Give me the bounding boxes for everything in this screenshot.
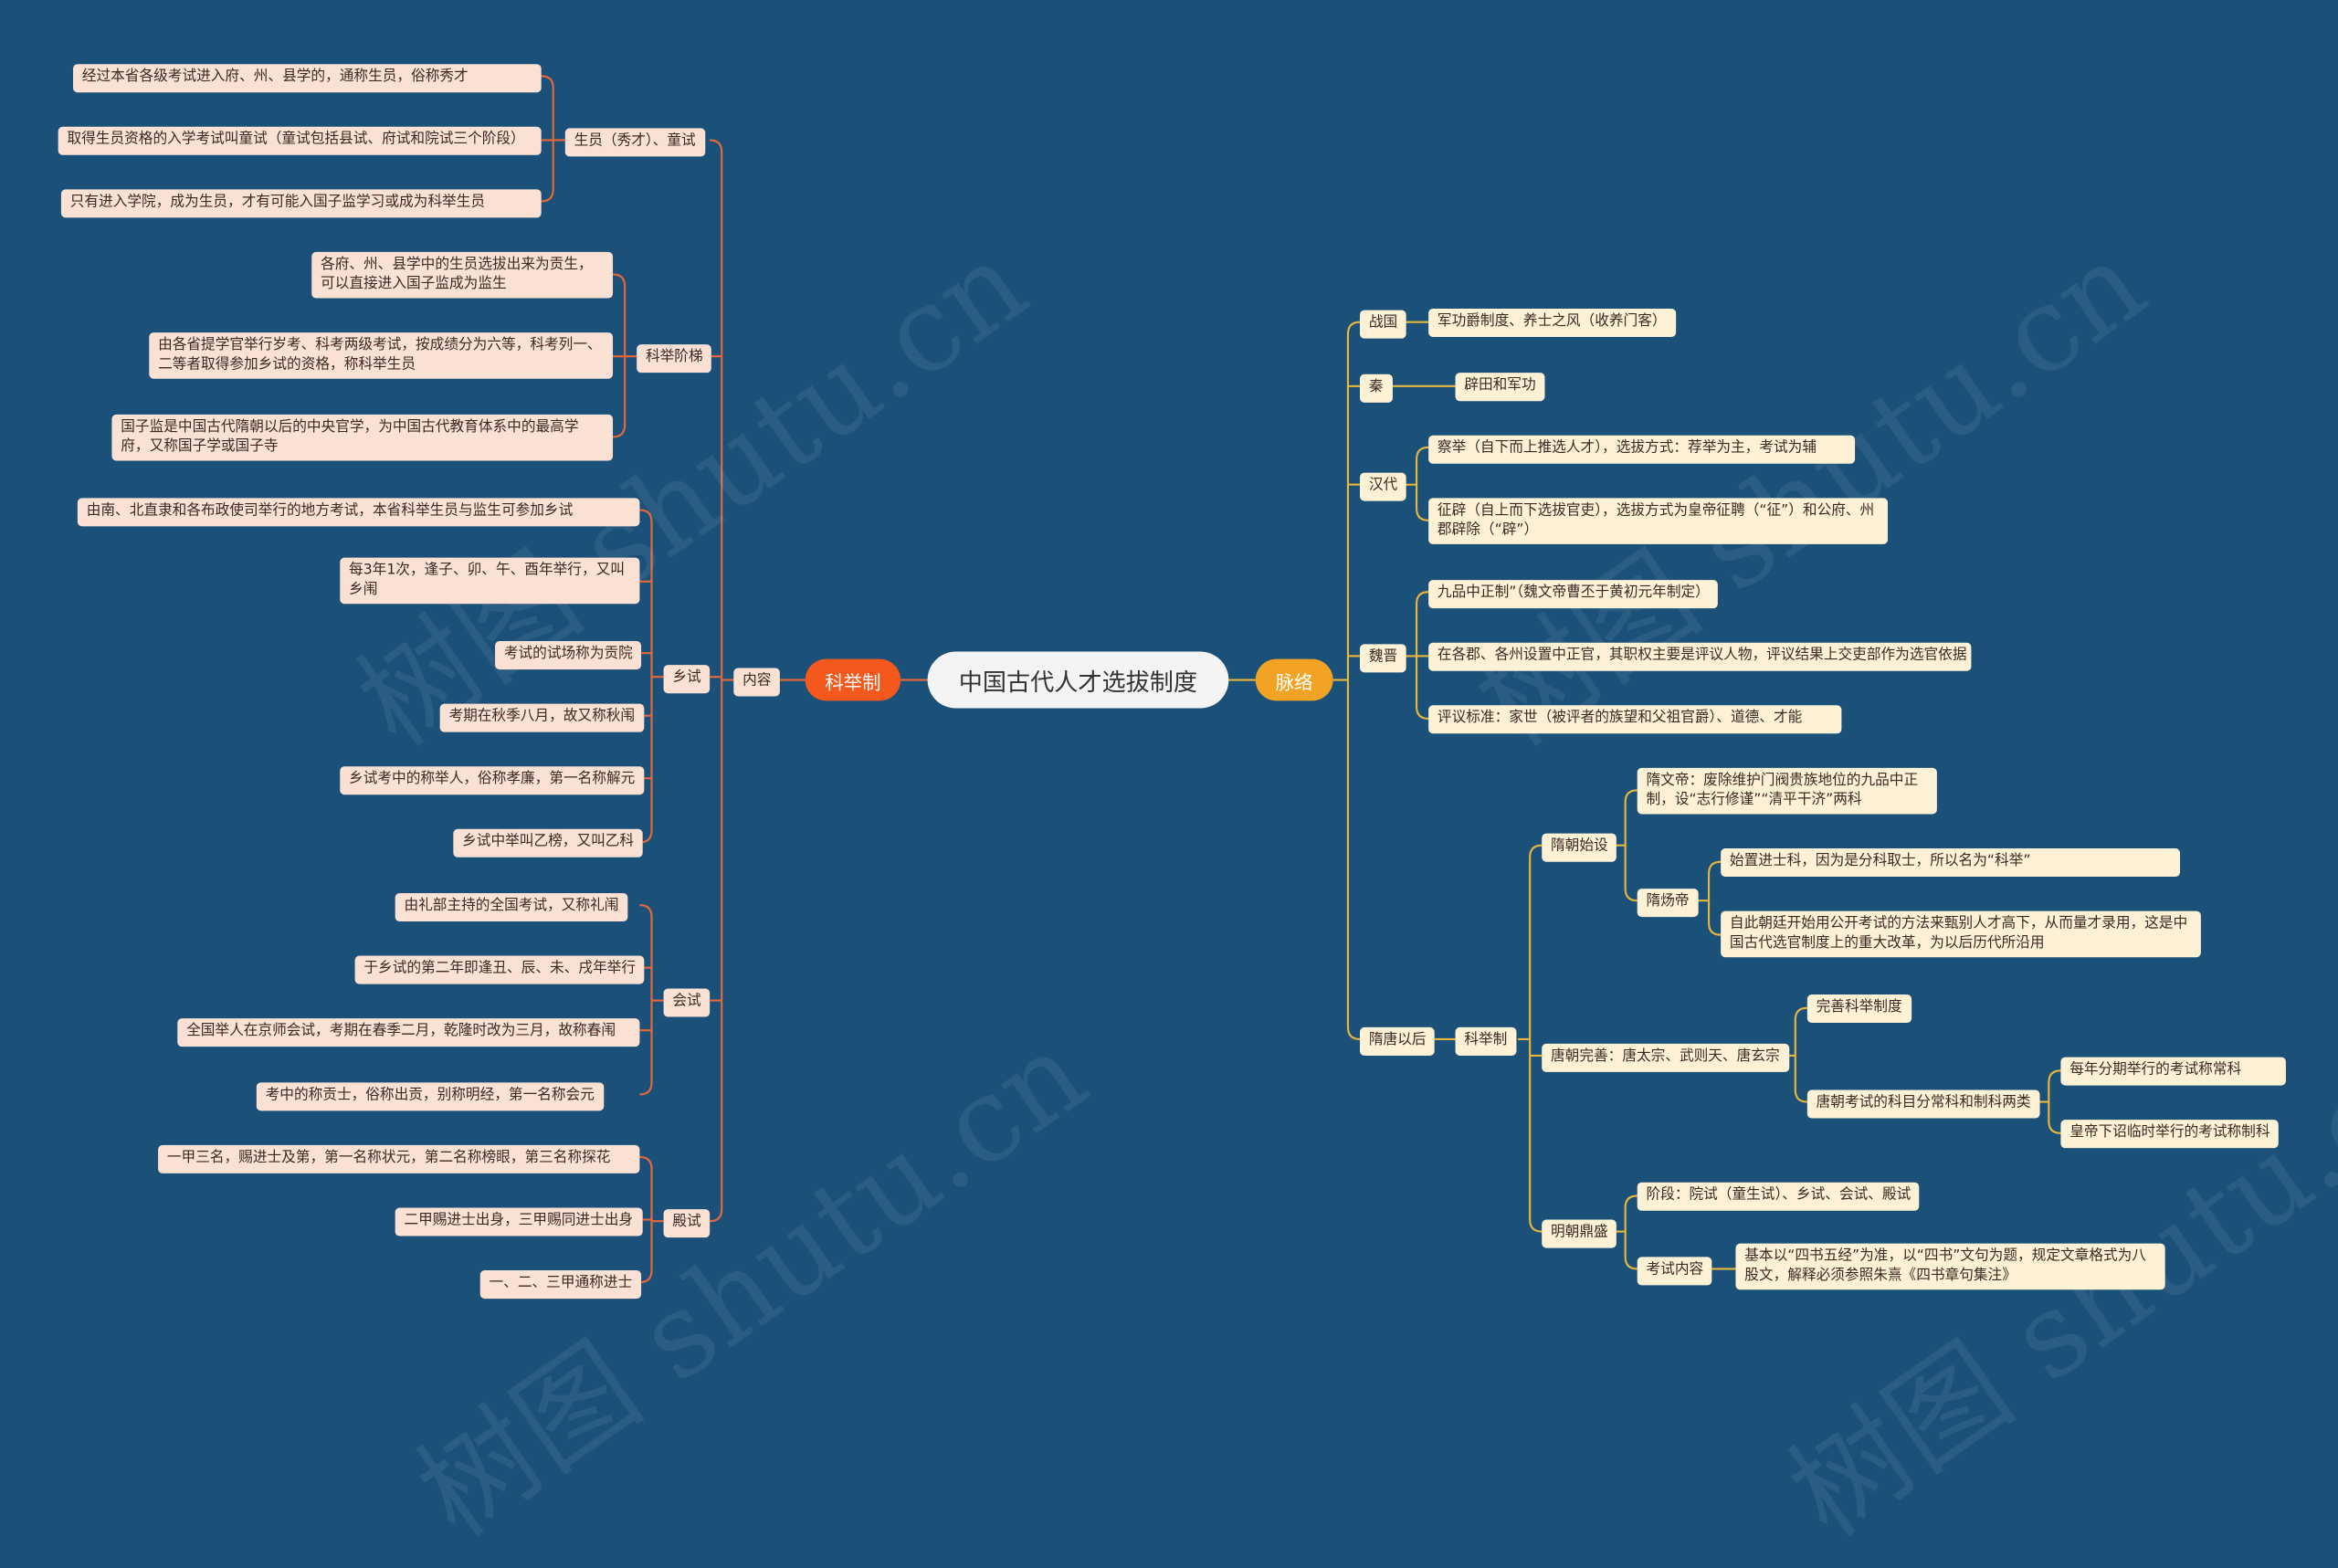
topic-xiangshi[interactable]: 乡试	[663, 665, 711, 693]
root-topic[interactable]: 中国古代人才选拔制度	[927, 651, 1229, 709]
topic-shengyuan[interactable]: 生员（秀才）、童试	[564, 128, 705, 156]
leaf-node[interactable]: 考期在秋季八月，故又称秋闱	[439, 703, 644, 731]
topic-tang-subjects[interactable]: 唐朝考试的科目分常科和制科两类	[1806, 1089, 2040, 1118]
topic-kejuzhi[interactable]: 科举制	[1455, 1026, 1517, 1056]
leaf-node[interactable]: 乡试中举叫乙榜，又叫乙科	[453, 828, 643, 857]
leaf-node[interactable]: 由礼部主持的全国考试，又称礼闱	[395, 892, 628, 921]
topic-zhanguo[interactable]: 战国	[1360, 310, 1406, 338]
topic-suitang[interactable]: 隋唐以后	[1360, 1026, 1436, 1056]
leaf-node[interactable]: 辟田和军功	[1455, 373, 1545, 401]
mindmap-canvas: 树图 shutu.cn 树图 shutu.cn 树图 shutu.cn 树图 s…	[58, 64, 2338, 1563]
leaf-node[interactable]: 基本以“四书五经”为准，以“四书”文句为题，规定文章格式为八股文，解释必须参照朱…	[1735, 1243, 2165, 1290]
leaf-node[interactable]: 在各郡、各州设置中正官，其职权主要是评议人物，评议结果上交吏部作为选官依据	[1428, 642, 1972, 670]
topic-ming[interactable]: 明朝鼎盛	[1542, 1219, 1617, 1247]
branch-keju[interactable]: 科举制	[805, 658, 901, 701]
topic-sui[interactable]: 隋朝始设	[1542, 833, 1617, 861]
topic-han[interactable]: 汉代	[1360, 472, 1406, 500]
leaf-node[interactable]: 完善科举制度	[1806, 994, 1911, 1023]
leaf-node[interactable]: 全国举人在京师会试，考期在春季二月，乾隆时改为三月，故称春闱	[177, 1018, 640, 1047]
connector-lines	[541, 75, 2061, 1284]
leaf-node[interactable]: 一甲三名，赐进士及第，第一名称状元，第二名称榜眼，第三名称探花	[158, 1144, 640, 1173]
branch-mailuo[interactable]: 脉络	[1255, 658, 1333, 701]
leaf-node[interactable]: 乡试考中的称举人，俗称孝廉，第一名称解元	[340, 766, 645, 795]
topic-tang[interactable]: 唐朝完善：唐太宗、武则天、唐玄宗	[1542, 1043, 1789, 1072]
leaf-node[interactable]: 九品中正制”（魏文帝曹丕于黄初元年制定）	[1428, 580, 1719, 608]
leaf-node[interactable]: 一、二、三甲通称进士	[479, 1270, 641, 1299]
leaf-node[interactable]: 军功爵制度、养士之风（收养门客）	[1428, 308, 1676, 337]
leaf-node[interactable]: 各府、州、县学中的生员选拔出来为贡生，可以直接进入国子监成为监生	[311, 251, 614, 299]
leaf-node[interactable]: 征辟（自上而下选拔官吏），选拔方式为皇帝征聘（“征”）和公府、州郡辟除（“辟”）	[1428, 498, 1888, 544]
leaf-node[interactable]: 国子监是中国古代隋朝以后的中央官学，为中国古代教育体系中的最高学府，又称国子学或…	[111, 414, 614, 461]
leaf-node[interactable]: 考中的称贡士，俗称出贡，别称明经，第一名称会元	[256, 1082, 604, 1110]
topic-huishi[interactable]: 会试	[663, 988, 711, 1016]
leaf-node[interactable]: 取得生员资格的入学考试叫童试（童试包括县试、府试和院试三个阶段）	[58, 126, 542, 154]
leaf-node[interactable]: 只有进入学院，成为生员，才有可能入国子监学习或成为科举生员	[60, 189, 542, 217]
leaf-node[interactable]: 考试的试场称为贡院	[495, 641, 642, 669]
leaf-node[interactable]: 每年分期举行的考试称常科	[2060, 1057, 2286, 1085]
topic-weijin[interactable]: 魏晋	[1360, 644, 1406, 672]
topic-qin[interactable]: 秦	[1360, 374, 1393, 403]
leaf-node[interactable]: 始置进士科，因为是分科取士，所以名为“科举”	[1721, 848, 2181, 877]
leaf-node[interactable]: 由各省提学官举行岁考、科考两级考试，按成绩分为六等，科考列一、二等者取得参加乡试…	[149, 332, 614, 379]
leaf-node[interactable]: 皇帝下诏临时举行的考试称制科	[2060, 1120, 2280, 1148]
topic-content[interactable]: 内容	[733, 668, 781, 696]
topic-exam-content[interactable]: 考试内容	[1637, 1257, 1712, 1285]
leaf-node[interactable]: 于乡试的第二年即逢丑、辰、未、戌年举行	[354, 955, 645, 984]
leaf-node[interactable]: 二甲赐进士出身，三甲赐同进士出身	[395, 1207, 642, 1236]
leaf-node[interactable]: 经过本省各级考试进入府、州、县学的，通称生员，俗称秀才	[73, 64, 542, 92]
leaf-node[interactable]: 阶段：院试（童生试）、乡试、会试、殿试	[1637, 1182, 1921, 1210]
topic-ladder[interactable]: 科举阶梯	[637, 344, 712, 373]
leaf-node[interactable]: 自此朝廷开始用公开考试的方法来甄别人才高下，从而量才录用，这是中国古代选官制度上…	[1721, 910, 2201, 958]
leaf-node[interactable]: 察举（自下而上推选人才），选拔方式：荐举为主，考试为辅	[1428, 435, 1856, 463]
leaf-node[interactable]: 隋文帝：废除维护门阀贵族地位的九品中正制，设“志行修谨”“清平干济”两科	[1637, 767, 1937, 815]
leaf-node[interactable]: 评议标准：家世（被评者的族望和父祖官爵）、道德、才能	[1428, 705, 1842, 733]
leaf-node[interactable]: 每3年1次，逢子、卯、午、酉年举行，又叫乡闱	[340, 557, 640, 605]
leaf-node[interactable]: 由南、北直隶和各布政使司举行的地方考试，本省科举生员与监生可参加乡试	[77, 498, 640, 526]
topic-yangdi[interactable]: 隋炀帝	[1637, 889, 1699, 917]
topic-dianshi[interactable]: 殿试	[663, 1209, 711, 1237]
